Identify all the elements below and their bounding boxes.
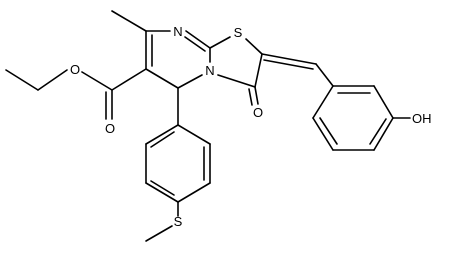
bond-mp-3 [177,182,211,203]
atom-labels: N S N O OH O O S [70,24,432,229]
bond-mp-6-inner [150,131,175,148]
atom-o-ester-carbonyl-label: O [105,121,115,136]
bond-n3-c8a [185,30,211,49]
bond-c3-n4 [217,74,256,88]
bond-c6-ccarbonyl [111,68,147,91]
bond-hp-5-inner [319,117,338,145]
bond-hp-3 [373,117,394,151]
bond-o-ch2 [37,69,68,91]
bond-c2-c3 [254,53,263,88]
atom-s1-label: S [234,25,243,40]
atom-n3-label: N [173,24,182,39]
bond-c3-o [254,86,259,105]
bond-hp-2 [373,85,394,119]
atom-o-carbonyl-label: O [253,105,263,120]
bond-ch2-ch3 [5,69,39,91]
bonds [5,10,411,242]
bond-c6-c5 [145,68,179,89]
bond-hp-3-inner [369,118,387,145]
bond-s-ch3 [145,225,173,242]
bond-hp-5 [312,117,334,151]
bond-methyl [111,10,147,32]
bond-ch-aryl [315,63,334,87]
bond-hp-6 [312,85,334,119]
bond-c5-n4 [177,74,203,89]
atom-n4-label: N [205,63,214,78]
bond-mp-1 [177,124,211,145]
bond-n3-c8a-double [184,36,206,52]
atom-s-thioether-label: S [174,214,183,229]
atom-oh-label: OH [412,111,432,126]
bond-mp-4-inner [150,180,175,196]
bond-c8a-s1 [209,36,231,49]
bond-c2-ch-double [263,59,314,70]
bond-c3-o-double [248,88,253,106]
bond-c2-ch [261,53,317,65]
bond-s1-c2 [245,38,263,55]
bond-mp-4 [145,182,179,203]
atom-o-ester-ether-label: O [70,62,80,77]
bond-ester-o [81,71,113,91]
bond-mp-6 [145,124,179,145]
